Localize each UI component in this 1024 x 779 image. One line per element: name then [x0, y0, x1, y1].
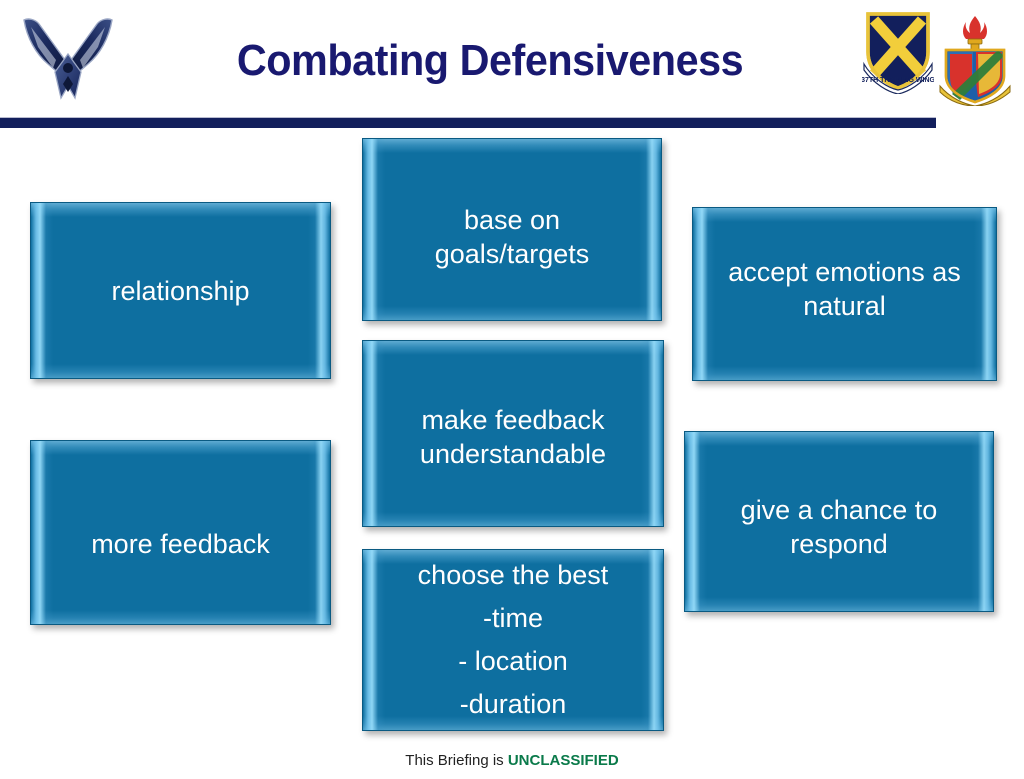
slide-header: Combating Defensiveness 37TH TRAINING WI… — [0, 0, 1024, 128]
concept-box-give-a-chance-to-respond[interactable]: give a chance to respond — [684, 431, 994, 612]
concept-box-line-1: accept emotions as — [728, 257, 961, 287]
concept-box-line-3: - location — [458, 646, 568, 676]
concept-box-line-2: natural — [803, 291, 886, 321]
concept-box-line-1: make feedback — [421, 404, 605, 435]
concept-box-label: base on goals/targets — [363, 203, 661, 271]
concept-box-label: accept emotions as natural — [693, 255, 996, 323]
concept-box-label: give a chance to respond — [685, 493, 993, 561]
concept-box-make-feedback-understandable[interactable]: make feedback understandable — [362, 340, 664, 527]
concept-box-base-on-goals[interactable]: base on goals/targets — [362, 138, 662, 321]
concept-box-choose-the-best[interactable]: choose the best -time - location -durati… — [362, 549, 664, 731]
page-title: Combating Defensiveness — [236, 36, 744, 85]
classification-footer: This Briefing is UNCLASSIFIED — [0, 752, 1024, 769]
concept-box-line-4: -duration — [459, 689, 567, 719]
concept-box-line-2: respond — [790, 528, 888, 559]
classification-level: UNCLASSIFIED — [507, 752, 619, 769]
concept-box-line-1: base on — [463, 204, 561, 235]
header-divider-rule — [0, 117, 936, 128]
concept-box-line-1: give a chance to — [740, 494, 938, 525]
concept-box-label: make feedback understandable — [363, 403, 663, 471]
concept-box-accept-emotions-as-natural[interactable]: accept emotions as natural — [692, 207, 997, 381]
classification-prefix: This Briefing is — [405, 752, 508, 769]
concept-box-line-2: -time — [483, 603, 543, 633]
concept-box-more-feedback[interactable]: more feedback — [30, 440, 331, 625]
svg-text:37TH TRAINING WING: 37TH TRAINING WING — [862, 77, 934, 84]
training-wing-emblem-icon: 37TH TRAINING WING — [862, 12, 934, 94]
concept-box-label: choose the best -time - location -durati… — [363, 554, 663, 726]
air-force-symbol-icon — [23, 18, 113, 100]
institute-emblem-icon — [939, 16, 1011, 106]
concept-box-line-2: understandable — [419, 438, 607, 469]
concept-box-line-2: goals/targets — [434, 238, 590, 269]
concept-box-line-1: choose the best — [417, 560, 609, 590]
concept-box-relationship[interactable]: relationship — [30, 202, 331, 379]
concept-box-label: more feedback — [91, 528, 270, 559]
concept-box-label: relationship — [111, 275, 250, 306]
